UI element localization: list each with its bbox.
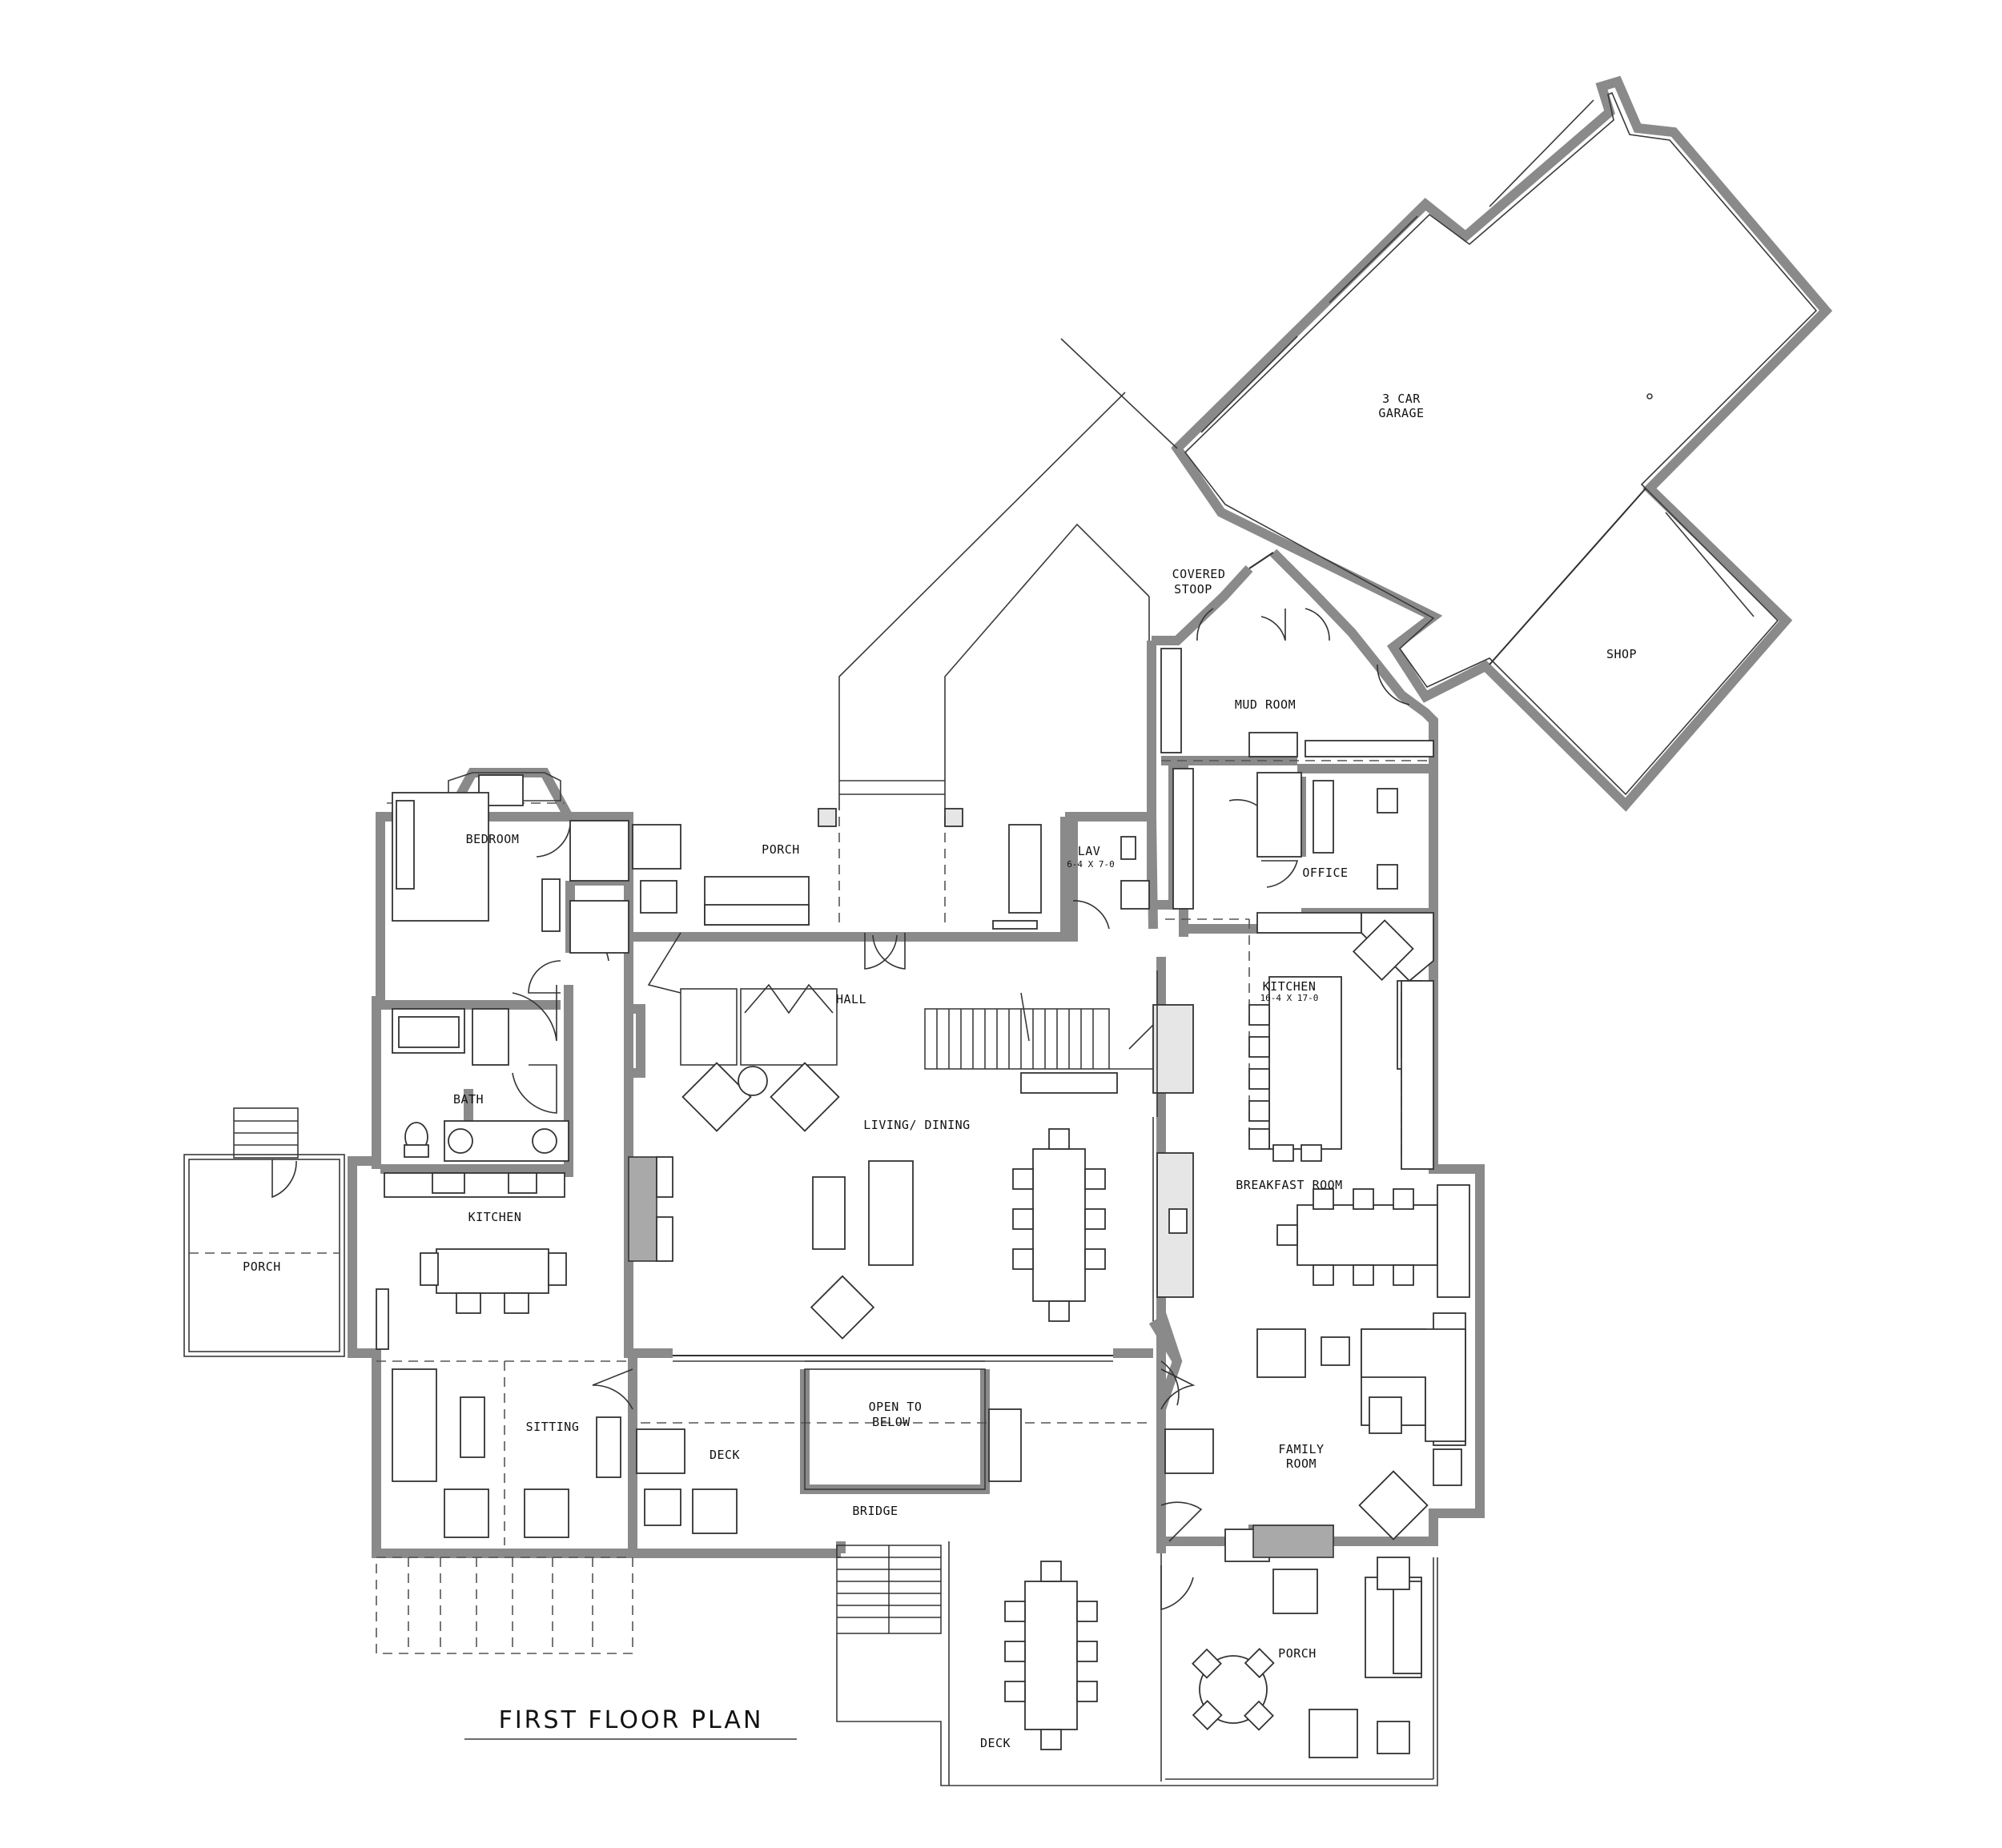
family-room-label-2: ROOM (1286, 1456, 1317, 1471)
lav-dimension: 6-4 X 7-0 (1067, 859, 1115, 870)
deck-upper-label: DECK (710, 1448, 740, 1462)
entry-walkway (838, 392, 1150, 810)
mud-room-label: MUD ROOM (1235, 697, 1296, 712)
deck-lower-label: DECK (980, 1736, 1011, 1750)
family-room-label-1: FAMILY (1278, 1442, 1324, 1456)
covered-stoop-label-1: COVERED (1172, 567, 1226, 581)
office-label: OFFICE (1302, 866, 1348, 880)
hall-label: HALL (836, 992, 866, 1006)
porch-north-label: PORCH (762, 842, 800, 857)
sitting-label: SITTING (526, 1420, 580, 1434)
breakfast-room-label: BREAKFAST ROOM (1236, 1178, 1342, 1192)
living-dining-label: LIVING/ DINING (863, 1118, 970, 1132)
plan-title: FIRST FLOOR PLAN (499, 1706, 764, 1734)
interior-details (183, 608, 1470, 1786)
bath-label: BATH (453, 1092, 484, 1107)
guest-kitchen-label: KITCHEN (468, 1210, 522, 1224)
garage-wing (1060, 75, 1833, 812)
main-kitchen-label: KITCHEN (1263, 979, 1317, 994)
covered-stoop-label-2: STOOP (1174, 582, 1212, 597)
garage-label-2: GARAGE (1378, 406, 1424, 420)
garage-label-1: 3 CAR (1382, 392, 1421, 406)
open-to-below-label-2: BELOW (872, 1415, 911, 1429)
room-labels: 3 CAR GARAGE SHOP COVERED STOOP MUD ROOM… (243, 392, 1637, 1750)
furniture (376, 772, 1429, 1750)
open-to-below-label-1: OPEN TO (869, 1400, 923, 1414)
plan-title-block: FIRST FLOOR PLAN (464, 1706, 797, 1740)
porch-west-label: PORCH (243, 1259, 281, 1274)
lav-label: LAV (1078, 844, 1101, 858)
porch-south-label: PORCH (1278, 1646, 1317, 1661)
shop-label: SHOP (1606, 647, 1637, 661)
bridge-label: BRIDGE (852, 1504, 898, 1518)
main-kitchen-dimension: 16-4 X 17-0 (1260, 993, 1319, 1003)
bedroom-label: BEDROOM (466, 832, 520, 846)
